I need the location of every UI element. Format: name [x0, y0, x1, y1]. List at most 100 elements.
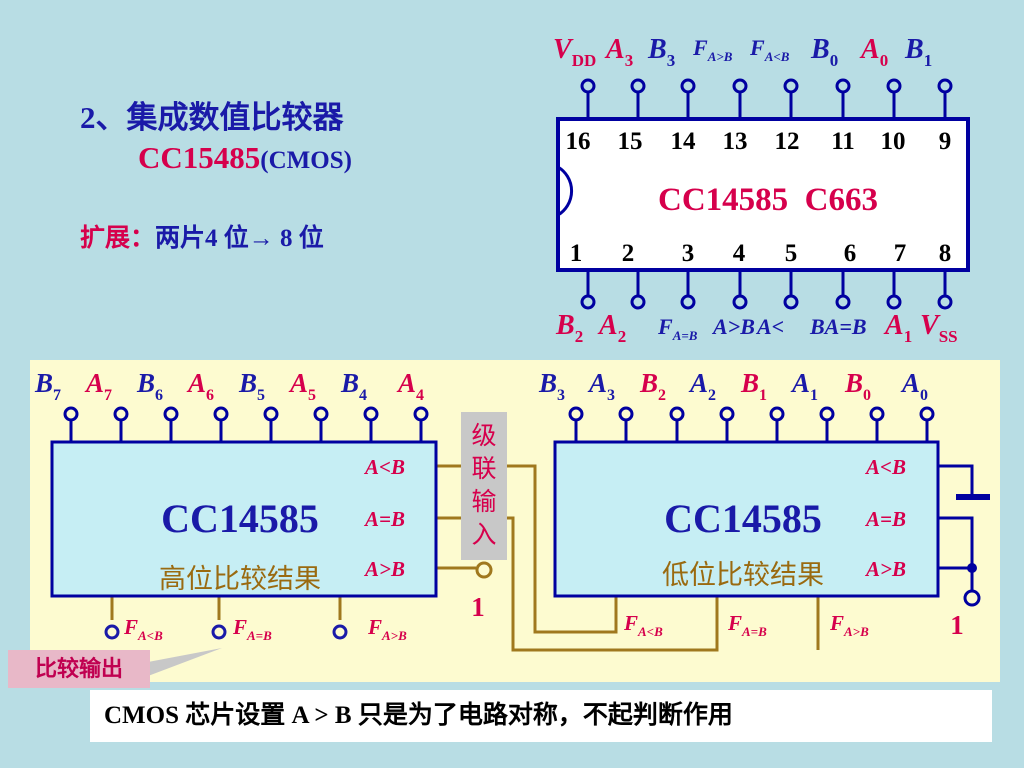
chip-model: CC15485: [138, 140, 261, 175]
bottom-pin-number: 6: [844, 240, 857, 267]
bottom-pin-terminal: [886, 294, 902, 310]
high-input-terminal: [213, 406, 229, 422]
top-pin-terminal: [835, 78, 851, 94]
low-pin-eq: A=B: [864, 507, 906, 531]
high-pin-lt: A<B: [363, 455, 405, 479]
high-gt-one: 1: [471, 592, 485, 622]
high-input-terminal: [113, 406, 129, 422]
bottom-pin-terminal: [937, 294, 953, 310]
bottom-pin-terminal: [783, 294, 799, 310]
top-pin-number: 9: [939, 128, 952, 155]
low-pin-gt: A>B: [864, 557, 906, 581]
low-gt-terminal: [963, 589, 981, 607]
bottom-pin-number: 8: [939, 240, 952, 267]
pin-label-faeqb: FA=B: [657, 314, 698, 343]
top-pin-number: 11: [831, 128, 855, 155]
bottom-pin-number: 4: [733, 240, 746, 267]
low-input-terminal: [568, 406, 584, 422]
high-chip-caption: 高位比较结果: [159, 564, 321, 595]
pin-label-fagtb: FA>B: [692, 35, 733, 64]
tie-junction: [967, 563, 977, 573]
tie-lt-wire: [938, 464, 974, 495]
pin-label-altb: A<: [755, 314, 784, 339]
low-cascade-pin-labels: A<B A=B A>B: [864, 455, 906, 581]
high-input-pins: [63, 406, 429, 442]
pin-label-a0: A0: [859, 34, 888, 70]
top-pin-number: 13: [723, 128, 748, 155]
top-pin-number: 10: [881, 128, 906, 155]
high-input-terminal: [163, 406, 179, 422]
top-pin-terminal: [680, 78, 696, 94]
top-pins: [580, 78, 953, 119]
top-pin-terminal: [630, 78, 646, 94]
section-title: 2、集成数值比较器: [80, 100, 344, 135]
top-pin-number: 16: [566, 128, 591, 155]
cascade-label-char: 级: [471, 422, 496, 450]
low-chip-body: [553, 440, 940, 598]
cascade-label-char: 入: [471, 522, 496, 549]
high-cascade-pin-labels: A<B A=B A>B: [363, 455, 405, 581]
high-input-terminal: [413, 406, 429, 422]
pin-label-faltb: FA<B: [749, 35, 790, 64]
top-pin-number: 12: [775, 128, 800, 155]
top-pin-labels: VDD A3 B3 FA>B FA<B B0 A0 B1: [553, 34, 932, 70]
high-pin-eq: A=B: [363, 507, 405, 531]
high-input-terminal: [313, 406, 329, 422]
expansion-text: 两片4 位→ 8 位: [155, 225, 324, 252]
cascade-label-char: 联: [471, 456, 496, 483]
low-input-pins: [568, 406, 935, 442]
pin-label-b0: B0: [810, 34, 838, 70]
pinout-chip-body: [556, 117, 970, 272]
high-pin-gt: A>B: [363, 557, 405, 581]
bottom-pin-terminal: [835, 294, 851, 310]
cmos-note: CMOS 芯片设置 A > B 只是为了电路对称，不起判断作用: [90, 690, 992, 742]
low-input-terminal: [919, 406, 935, 422]
bottom-pin-terminal: [680, 294, 696, 310]
pin-label-vss: VSS: [920, 310, 958, 346]
bottom-pin-number: 7: [894, 240, 907, 267]
pin-label-a2: A2: [597, 310, 626, 346]
bottom-pin-labels: B2 A2 FA=B A>B A< BA=B A1 VSS: [555, 310, 958, 346]
bottom-pin-terminal: [732, 294, 748, 310]
top-pin-terminal: [886, 78, 902, 94]
high-input-terminal: [363, 406, 379, 422]
pin-label-agtb: A>B: [711, 314, 755, 339]
bottom-pin-number: 2: [622, 240, 635, 267]
top-pin-terminal: [580, 78, 596, 94]
pin-label-baeq: BA=B: [809, 314, 867, 339]
out-eq-terminal: [211, 624, 227, 640]
low-input-terminal: [618, 406, 634, 422]
low-chip-caption: 低位比较结果: [662, 560, 824, 591]
pin-label-a3: A3: [604, 34, 633, 70]
pinout-chip-label: CC14585 C663: [658, 182, 878, 218]
pin-label-b2: B2: [555, 310, 583, 346]
output-callout-pointer: [148, 648, 222, 676]
low-pin-lt: A<B: [864, 455, 906, 479]
cascade-input-box: [461, 412, 507, 560]
low-input-terminal: [869, 406, 885, 422]
top-pin-number: 15: [618, 128, 643, 155]
top-pin-terminal: [937, 78, 953, 94]
low-chip-name: CC14585: [664, 496, 822, 541]
bottom-pin-terminal: [630, 294, 646, 310]
high-gt-input-terminal: [475, 561, 493, 579]
low-input-terminal: [669, 406, 685, 422]
low-input-terminal: [719, 406, 735, 422]
top-pin-number: 14: [671, 128, 697, 155]
top-pin-terminal: [783, 78, 799, 94]
expansion-label: 扩展：: [80, 225, 156, 252]
expansion-note: 扩展：两片4 位→ 8 位: [80, 218, 324, 254]
top-pin-numbers: 16 15 14 13 12 11 10 9: [566, 128, 952, 155]
top-pin-terminal: [732, 78, 748, 94]
pin-label-a1: A1: [883, 310, 912, 346]
bottom-pins: [580, 270, 953, 310]
out-gt-terminal: [332, 624, 348, 640]
low-input-terminal: [819, 406, 835, 422]
bottom-pin-number: 5: [785, 240, 798, 267]
bottom-pin-number: 3: [682, 240, 695, 267]
high-input-terminal: [263, 406, 279, 422]
